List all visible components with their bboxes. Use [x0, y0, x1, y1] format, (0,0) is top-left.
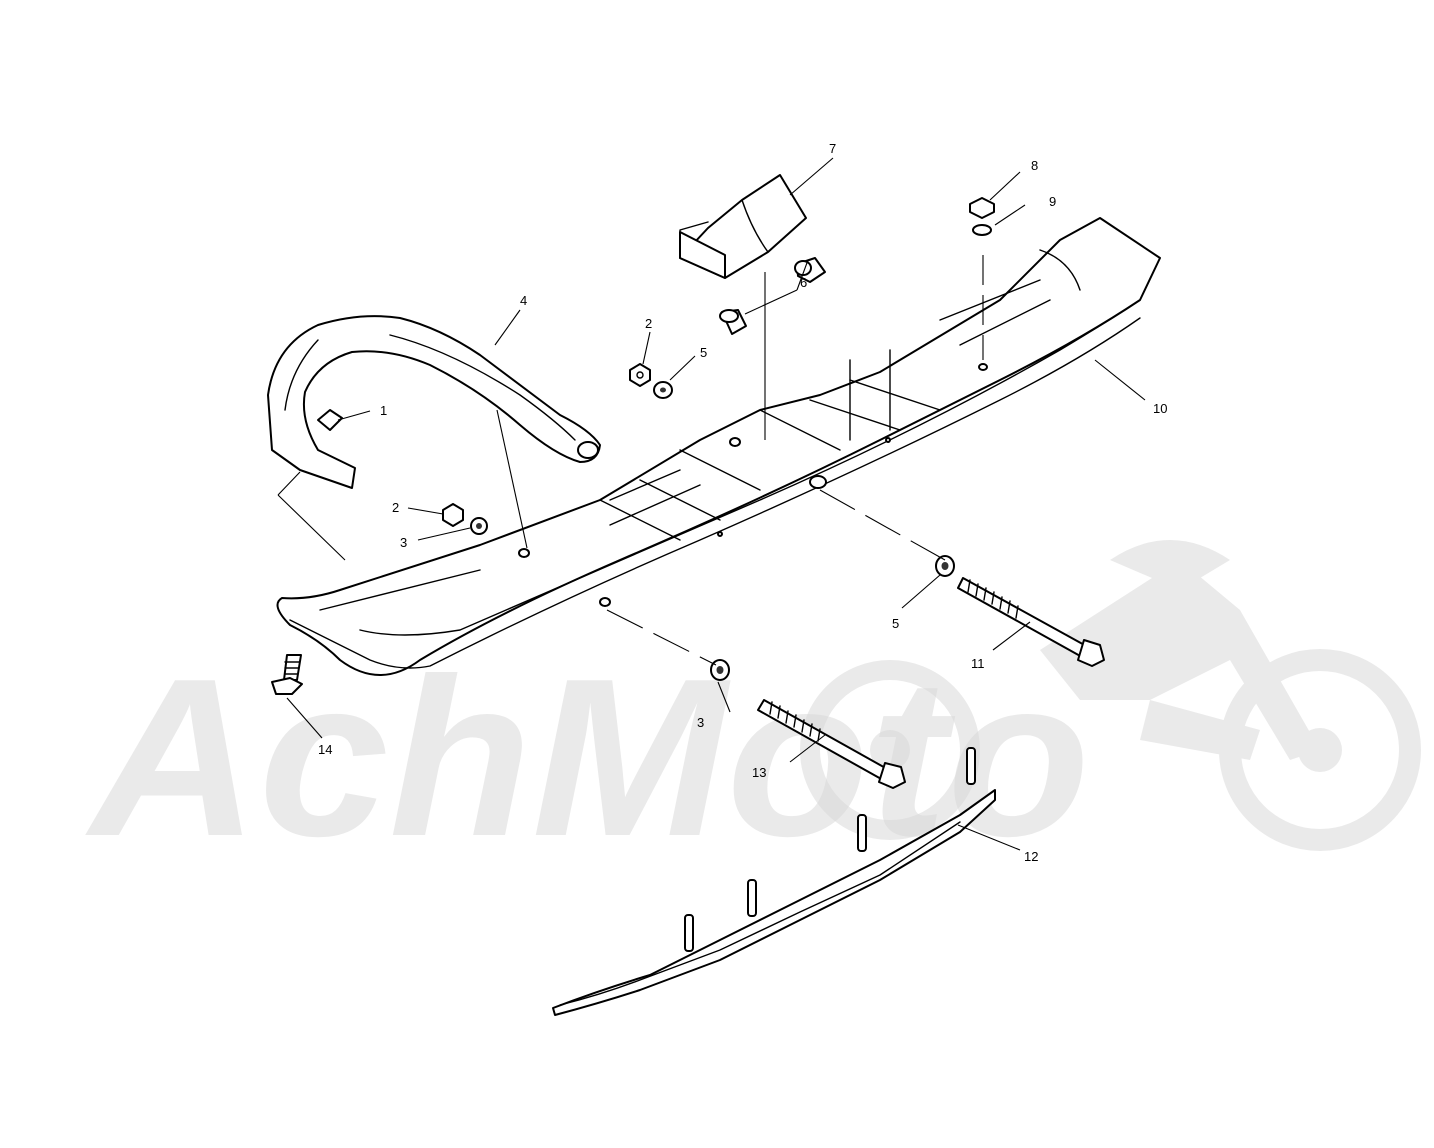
part-5-washer-right: [935, 555, 955, 577]
part-7-wear-block: [679, 174, 807, 279]
part-1-clip: [317, 409, 343, 431]
part-3-washer-bottom: [710, 659, 730, 681]
part-2-nut-lower: [442, 503, 464, 527]
part-5-washer-upper: [653, 381, 673, 399]
callout-14: 14: [318, 742, 332, 757]
callout-6: 6: [800, 275, 807, 290]
part-11-bolt: [957, 577, 1105, 667]
part-14-screw: [271, 654, 303, 695]
callout-3: 3: [697, 715, 704, 730]
callout-13: 13: [752, 765, 766, 780]
callout-2: 2: [392, 500, 399, 515]
part-10-ski-body: [276, 217, 1161, 676]
callouts: 1 2 2 3 3 4 5 5 6 7 8 9 10 11 12 13 14: [318, 141, 1167, 864]
callout-8: 8: [1031, 158, 1038, 173]
wear-bar-studs: [684, 747, 976, 952]
part-2-nut-upper: [629, 363, 651, 387]
callout-5: 5: [700, 345, 707, 360]
part-4-ski-handle: [267, 315, 601, 489]
callout-12: 12: [1024, 849, 1038, 864]
callout-5: 5: [892, 616, 899, 631]
watermark: AchMoto: [85, 540, 1421, 883]
callout-11: 11: [971, 656, 985, 671]
callout-3: 3: [400, 535, 407, 550]
callout-1: 1: [380, 403, 387, 418]
part-6-bushings: [719, 257, 826, 335]
callout-10: 10: [1153, 401, 1167, 416]
callout-7: 7: [829, 141, 836, 156]
part-3-washer-lower: [470, 517, 488, 535]
part-9-washer: [972, 224, 992, 236]
callout-2: 2: [645, 316, 652, 331]
part-13-bolt: [757, 699, 906, 789]
watermark-motorcycle-icon: [800, 540, 1421, 851]
part-8-nut: [969, 197, 995, 219]
part-12-wear-bar: [552, 747, 996, 1016]
callout-4: 4: [520, 293, 527, 308]
callout-9: 9: [1049, 194, 1056, 209]
leader-lines: [277, 157, 1146, 851]
